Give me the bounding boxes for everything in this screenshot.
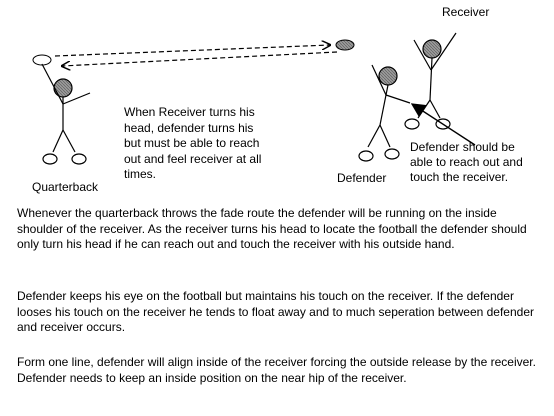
quarterback-figure [41,63,91,165]
football-icon [335,39,355,51]
coaching-callout: When Receiver turns his head, defender t… [124,105,261,183]
defender-figure [358,64,411,162]
callout-line: but must be able to reach [124,136,260,150]
callout-line: times. [124,167,157,181]
paragraph-alignment: Form one line, defender will align insid… [17,355,536,385]
quarterback-label: Quarterback [32,180,99,194]
callout-line: out and feel receiver at all [124,151,262,166]
throw-path-arrow [54,45,330,57]
defender-note-line: touch the receiver. [410,170,509,184]
receiver-label: Receiver [442,5,490,19]
callout-line: head, defender turns his [124,120,254,135]
defender-note-line: able to reach out and [410,155,523,169]
defender-note-line: Defender should be [410,140,515,154]
receiver-figure [404,32,457,130]
return-path-arrow [62,51,338,66]
callout-line: When Receiver turns his [124,105,255,119]
paragraph-fade-route: Whenever the quarterback throws the fade… [17,206,527,251]
defender-label: Defender [337,171,387,185]
drill-diagram [32,32,476,165]
defender-note: Defender should be able to reach out and… [410,140,523,185]
paragraph-maintain-touch: Defender keeps his eye on the football b… [17,289,534,334]
note-pointer-arrow [410,103,476,146]
football-outline-icon [32,54,52,66]
